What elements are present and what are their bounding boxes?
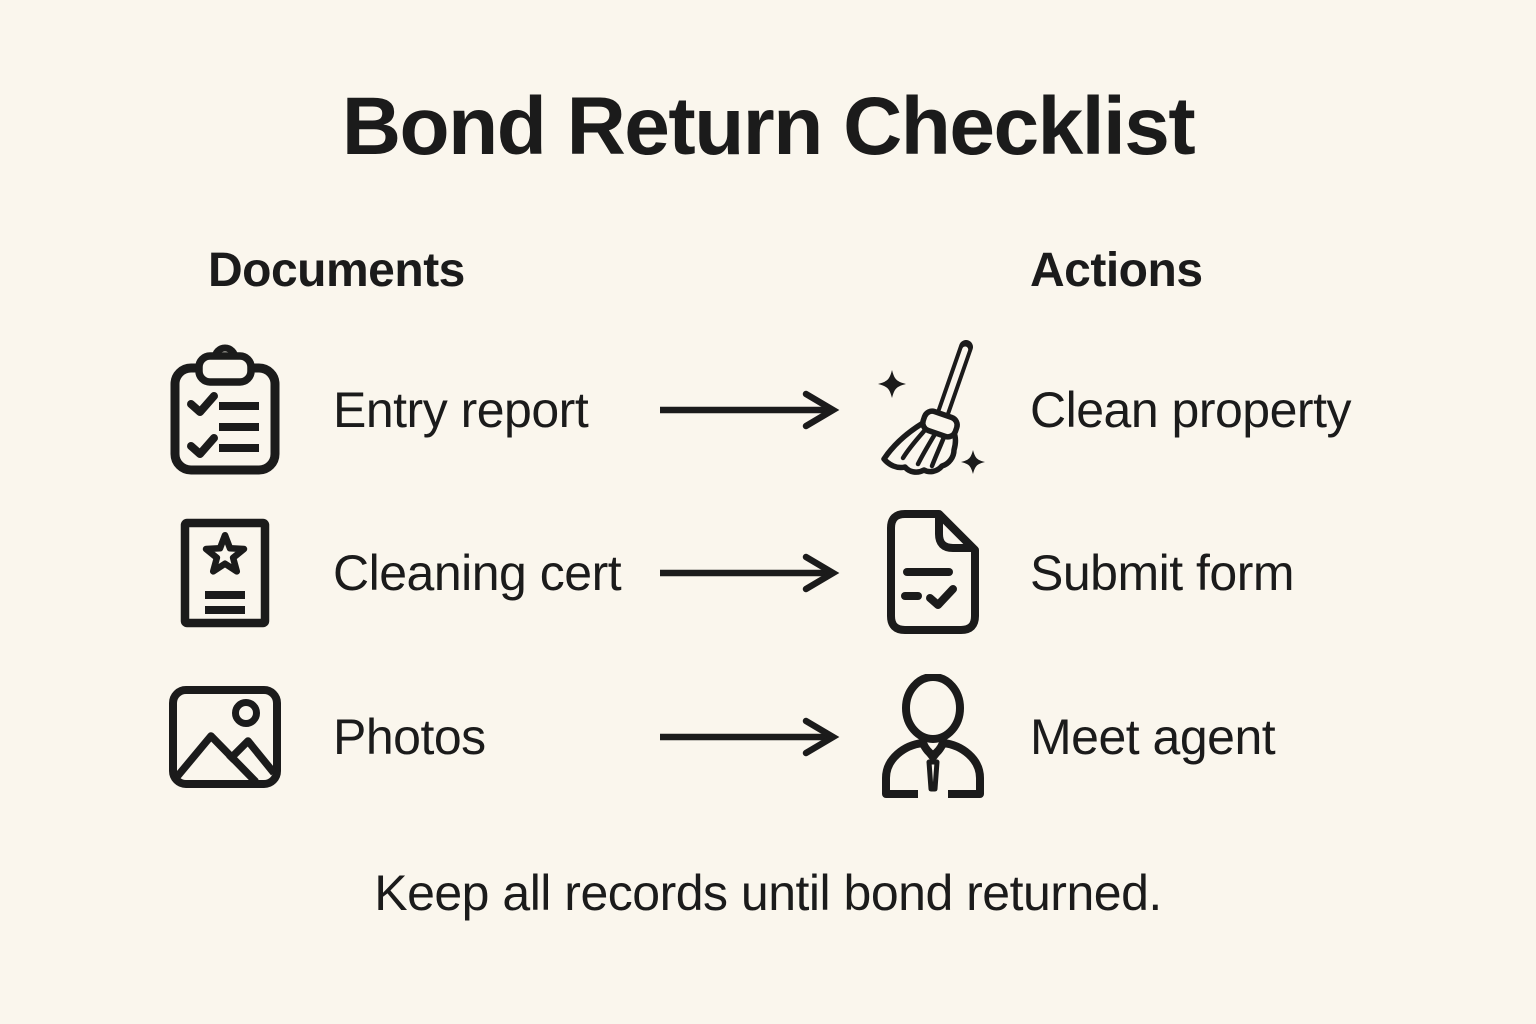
page-title: Bond Return Checklist (341, 81, 1196, 172)
action-label: Clean property (1030, 382, 1351, 438)
column-header-actions: Actions (1030, 244, 1203, 297)
checklist-row-photos: Photos Meet agent (0, 662, 1536, 812)
footer-note: Keep all records until bond returned. (374, 865, 1162, 921)
document-label: Cleaning cert (333, 545, 622, 601)
action-label: Submit form (1030, 545, 1295, 601)
photo-image-icon (165, 686, 285, 788)
arrow-right-icon (657, 551, 847, 595)
column-header-documents: Documents (208, 244, 465, 297)
certificate-star-icon (165, 517, 285, 629)
action-label: Meet agent (1030, 709, 1276, 765)
document-label: Entry report (333, 382, 589, 438)
person-agent-icon (872, 674, 994, 800)
document-label: Photos (333, 709, 486, 765)
clipboard-checklist-icon (165, 344, 285, 476)
broom-icon (872, 340, 994, 480)
arrow-right-icon (657, 388, 847, 432)
checklist-row-cleaning-cert: Cleaning cert Submit form (0, 498, 1536, 648)
document-check-icon (872, 508, 994, 638)
checklist-row-entry-report: Entry report Clean property (0, 335, 1536, 485)
arrow-right-icon (657, 715, 847, 759)
